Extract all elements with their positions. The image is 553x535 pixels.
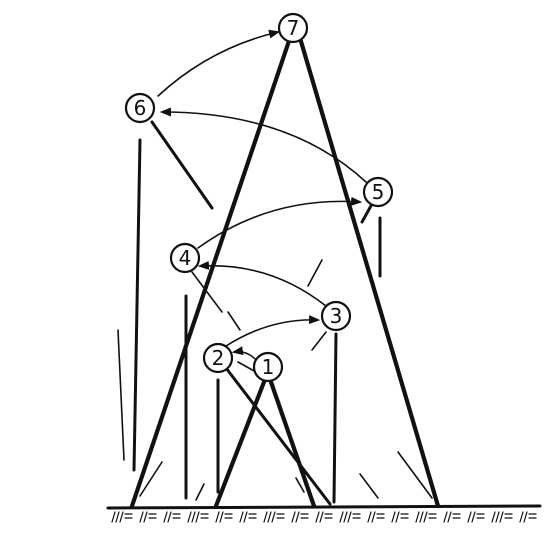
hatch-stroke: [244, 512, 247, 522]
hatch-mark: [216, 512, 232, 522]
post-3: [334, 334, 336, 502]
node-7-label: 7: [287, 16, 300, 40]
brace-mid: [228, 312, 240, 330]
node-2: 2: [204, 344, 232, 372]
hatch-stroke: [420, 512, 423, 522]
hatch-stroke: [112, 512, 115, 522]
hatch-stroke: [396, 512, 399, 522]
hatch-stroke: [520, 512, 523, 522]
hatch-stroke: [272, 512, 275, 522]
hatch-stroke: [264, 512, 267, 522]
hatch-stroke: [240, 512, 243, 522]
hatch-stroke: [316, 512, 319, 522]
arrow-5-to-6: [162, 112, 366, 182]
hatch-stroke: [416, 512, 419, 522]
hatch-stroke: [492, 512, 495, 522]
hatch-stroke: [116, 512, 119, 522]
hatch-stroke: [268, 512, 271, 522]
hatch-stroke: [344, 512, 347, 522]
inner-right-leg: [271, 382, 314, 506]
outer-left-leg: [132, 38, 290, 506]
hatch-stroke: [296, 512, 299, 522]
hatch-mark: [392, 512, 408, 522]
hatch-stroke: [392, 512, 395, 522]
node-4: 4: [171, 244, 199, 272]
hatch-stroke: [168, 512, 171, 522]
inner-tower: [216, 382, 314, 506]
node-6: 6: [126, 94, 154, 122]
hatch-stroke: [500, 512, 503, 522]
node-1-label: 1: [262, 355, 275, 379]
hatch-stroke: [496, 512, 499, 522]
hatch-mark: [112, 512, 132, 522]
ground-hatching: [112, 512, 536, 522]
hatch-stroke: [320, 512, 323, 522]
node-3: 3: [322, 302, 350, 330]
hatch-mark: [368, 512, 384, 522]
hatch-mark: [468, 512, 484, 522]
node-6-label: 6: [134, 96, 147, 120]
hatch-stroke: [188, 512, 191, 522]
hatch-mark: [492, 512, 512, 522]
brace-low-mid: [196, 484, 204, 500]
hatch-stroke: [292, 512, 295, 522]
brace-4a: [308, 260, 322, 286]
node-7: 7: [279, 14, 307, 42]
hatch-stroke: [448, 512, 451, 522]
hatch-mark: [240, 512, 256, 522]
post-6: [134, 140, 140, 470]
braces: [140, 122, 432, 504]
hatch-stroke: [164, 512, 167, 522]
brace-6: [152, 122, 212, 208]
hatch-stroke: [468, 512, 471, 522]
ground: [108, 506, 540, 522]
hatch-stroke: [192, 512, 195, 522]
outer-tower: [132, 38, 438, 506]
inner-left-leg: [216, 382, 264, 506]
hatch-stroke: [348, 512, 351, 522]
brace-3: [312, 332, 326, 350]
hatch-mark: [340, 512, 360, 522]
hatch-stroke: [216, 512, 219, 522]
post-6b: [118, 330, 124, 460]
ground-line: [108, 506, 540, 508]
hatch-mark: [164, 512, 180, 522]
hatch-mark: [444, 512, 460, 522]
hatch-mark: [316, 512, 332, 522]
hatch-mark: [520, 512, 536, 522]
hatch-stroke: [372, 512, 375, 522]
hatch-stroke: [472, 512, 475, 522]
hatch-stroke: [140, 512, 143, 522]
hatch-mark: [140, 512, 156, 522]
hatch-stroke: [196, 512, 199, 522]
node-3-label: 3: [330, 304, 343, 328]
node-2-label: 2: [212, 346, 225, 370]
node-4-label: 4: [179, 246, 192, 270]
hatch-stroke: [368, 512, 371, 522]
outer-right-leg: [300, 38, 438, 506]
hatch-stroke: [524, 512, 527, 522]
hatch-stroke: [120, 512, 123, 522]
hatch-stroke: [340, 512, 343, 522]
hatch-mark: [264, 512, 284, 522]
node-1: 1: [254, 353, 282, 381]
node-5-label: 5: [372, 180, 385, 204]
arrow-6-to-7: [158, 32, 278, 96]
hatch-mark: [188, 512, 208, 522]
brace-low-right2: [360, 474, 378, 498]
arrow-2-to-3: [226, 320, 318, 346]
hatch-stroke: [424, 512, 427, 522]
hatch-mark: [416, 512, 436, 522]
hatch-stroke: [144, 512, 147, 522]
hatch-mark: [292, 512, 308, 522]
hatch-stroke: [444, 512, 447, 522]
node-5: 5: [364, 178, 392, 206]
arrow-3-to-4: [200, 266, 326, 306]
hatch-stroke: [220, 512, 223, 522]
brace-5: [362, 204, 372, 222]
